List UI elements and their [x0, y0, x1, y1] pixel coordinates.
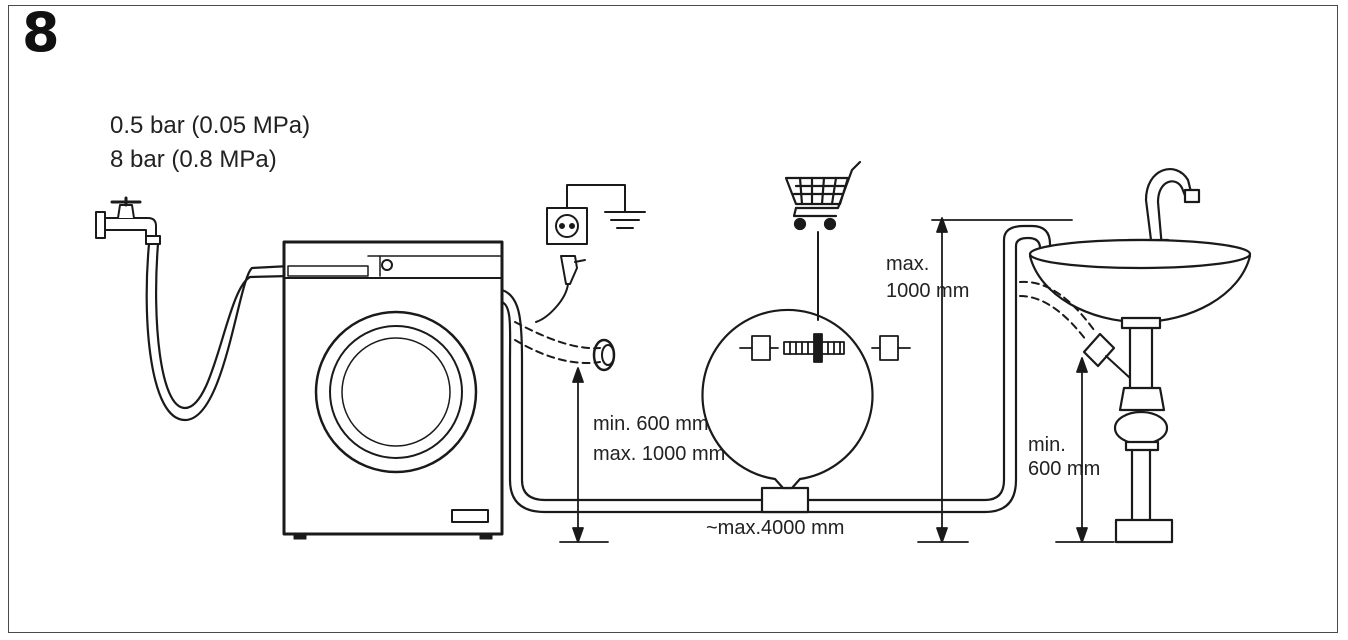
washing-machine	[282, 240, 504, 540]
drain-height-label: min. 600 mm max. 1000 mm	[593, 412, 725, 472]
pressure-min: 0.5 bar (0.05 MPa)	[110, 112, 311, 139]
sink-min-word: min.	[1028, 434, 1066, 456]
drain-height-dimension	[559, 367, 609, 543]
drain-height-max: max. 1000 mm	[593, 443, 726, 465]
hose-connector	[760, 486, 810, 514]
power-socket-icon	[546, 184, 646, 245]
pressure-max: 8 bar (0.8 MPa)	[110, 146, 277, 173]
door-icon	[314, 310, 478, 474]
knob-icon	[381, 259, 393, 271]
inlet-hose	[145, 242, 292, 422]
wall-drain-hose	[514, 321, 616, 372]
shopping-cart-icon	[784, 160, 862, 231]
sink-min-height-dimension	[1055, 357, 1115, 543]
water-tap-icon	[95, 196, 161, 245]
hose-length-label: ~max.4000 mm	[706, 517, 845, 539]
extension-kit-callout	[701, 231, 911, 490]
drain-hose	[500, 224, 1052, 514]
sink-max-height-label: max. 1000 mm	[886, 252, 969, 306]
drain-height-min: min. 600 mm	[593, 413, 709, 435]
water-pressure-label: 0.5 bar (0.05 MPa) 8 bar (0.8 MPa)	[110, 112, 310, 180]
sink-max-height-dimension	[917, 217, 1073, 543]
hose-extension-part-icon	[739, 333, 911, 363]
sink-max-value: 1000 mm	[886, 280, 970, 302]
power-plug-icon	[535, 255, 586, 323]
sink	[1028, 168, 1252, 544]
sink-max-word: max.	[886, 253, 930, 275]
figure-number: 8	[22, 1, 60, 64]
sink-drain-hose	[1019, 280, 1131, 379]
